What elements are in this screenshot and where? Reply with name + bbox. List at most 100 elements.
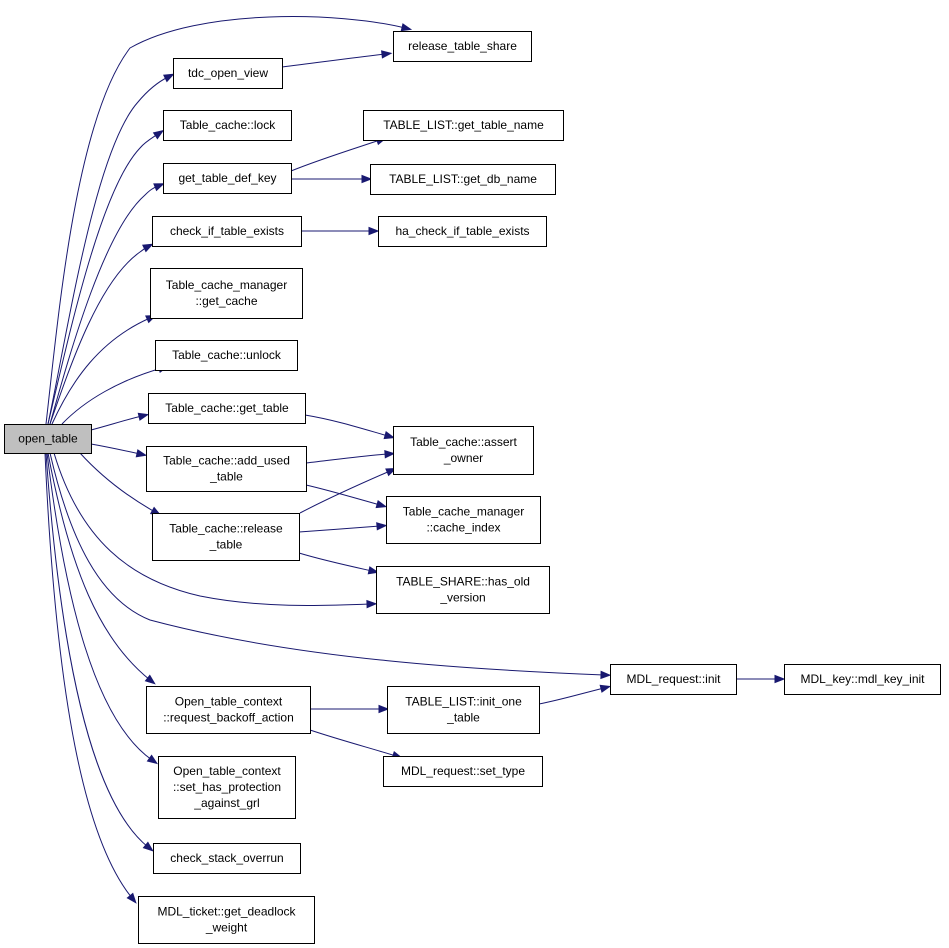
edge-line — [61, 367, 163, 425]
edge-release_table-to-cache_index — [298, 522, 388, 533]
node-box — [163, 110, 292, 141]
node-label: Table_cache_manager — [403, 505, 524, 519]
node-box — [150, 268, 303, 319]
node-box — [378, 216, 547, 247]
edge-line — [49, 452, 605, 676]
arrowhead-icon — [378, 704, 390, 714]
arrowhead-icon — [137, 412, 150, 421]
edge-line — [298, 552, 373, 572]
node-label: Table_cache_manager — [166, 278, 287, 292]
node-label: TABLE_LIST::get_db_name — [389, 172, 537, 186]
edge-line — [281, 53, 386, 68]
edge-add_used_table-to-cache_index — [305, 484, 388, 509]
node-cache-index[interactable]: Table_cache_manager::cache_index — [386, 496, 541, 544]
node-assert-owner[interactable]: Table_cache::assert_owner — [393, 426, 534, 475]
node-set-has-protection[interactable]: Open_table_context::set_has_protection_a… — [158, 756, 296, 819]
edge-line — [298, 525, 381, 533]
node-get-deadlock-weight[interactable]: MDL_ticket::get_deadlock_weight — [138, 896, 315, 944]
node-label: ::cache_index — [426, 521, 500, 535]
arrowhead-icon — [142, 243, 154, 253]
edge-open_table-to-add_used_table — [90, 443, 148, 458]
node-get-db-name[interactable]: TABLE_LIST::get_db_name — [370, 164, 556, 195]
edge-check_if_table_exists-to-ha_check_if_table_exists — [301, 226, 380, 236]
edge-open_table-to-mdl_request_init — [49, 452, 612, 680]
edge-line — [305, 484, 381, 506]
edge-open_table-to-get_table_def_key — [49, 183, 165, 425]
edge-open_table-to-release_table_share — [45, 16, 413, 425]
edge-add_used_table-to-assert_owner — [305, 450, 396, 464]
arrowhead-icon — [599, 684, 612, 693]
edge-open_table-to-get_table — [90, 412, 150, 431]
node-label: check_stack_overrun — [170, 851, 283, 865]
node-get-cache[interactable]: Table_cache_manager::get_cache — [150, 268, 303, 319]
edge-line — [79, 452, 156, 513]
node-box — [158, 756, 296, 819]
arrowhead-icon — [774, 674, 786, 684]
node-check-if-table-exists[interactable]: check_if_table_exists — [152, 216, 302, 247]
node-mdl-request-init[interactable]: MDL_request::init — [610, 664, 737, 695]
node-add-used-table[interactable]: Table_cache::add_used_table — [146, 446, 307, 492]
node-has-old-version[interactable]: TABLE_SHARE::has_old_version — [376, 566, 550, 614]
node-get-table-def-key[interactable]: get_table_def_key — [163, 163, 292, 194]
node-box — [138, 896, 315, 944]
edge-line — [90, 415, 143, 431]
edges-layer — [44, 16, 786, 904]
node-release-table-share[interactable]: release_table_share — [393, 31, 532, 62]
edge-open_table-to-tdc_open_view — [47, 73, 175, 425]
edge-open_table-to-table_cache_lock — [47, 129, 165, 425]
arrowhead-icon — [384, 450, 396, 459]
edge-open_table-to-has_old_version — [53, 452, 378, 609]
node-open-table[interactable]: open_table — [4, 424, 92, 454]
edge-open_table-to-check_stack_overrun — [45, 452, 154, 852]
node-get-table[interactable]: Table_cache::get_table — [148, 393, 306, 424]
edge-line — [538, 687, 605, 705]
node-request-backoff-action[interactable]: Open_table_context::request_backoff_acti… — [146, 686, 311, 734]
node-label: Table_cache::unlock — [172, 348, 282, 362]
arrowhead-icon — [368, 226, 380, 236]
node-table-cache-unlock[interactable]: Table_cache::unlock — [155, 340, 298, 371]
node-label: MDL_key::mdl_key_init — [800, 672, 925, 686]
node-label: ::get_cache — [195, 294, 257, 308]
edge-open_table-to-set_has_protection — [46, 452, 159, 765]
node-label: TABLE_LIST::get_table_name — [383, 118, 544, 132]
arrowhead-icon — [375, 499, 388, 509]
node-box — [146, 446, 307, 492]
node-box — [784, 664, 941, 695]
node-release-table[interactable]: Table_cache::release_table — [152, 513, 300, 561]
edge-init_one_table-to-mdl_request_init — [538, 684, 612, 705]
node-label: MDL_ticket::get_deadlock — [157, 905, 296, 919]
node-label: MDL_request::init — [626, 672, 721, 686]
node-mdl-key-init[interactable]: MDL_key::mdl_key_init — [784, 664, 941, 695]
node-label: check_if_table_exists — [170, 224, 284, 238]
edge-line — [44, 452, 133, 899]
edge-line — [53, 452, 371, 607]
node-init-one-table[interactable]: TABLE_LIST::init_one_table — [387, 686, 540, 734]
edge-open_table-to-check_if_table_exists — [49, 243, 154, 425]
node-label: release_table_share — [408, 39, 517, 53]
edge-get_table_def_key-to-get_db_name — [291, 174, 373, 184]
edge-line — [90, 443, 141, 455]
edge-line — [46, 452, 153, 761]
arrowhead-icon — [146, 754, 159, 765]
edge-request_backoff_action-to-set_type — [309, 729, 404, 760]
node-label: Table_cache::release — [169, 522, 283, 536]
edge-line — [45, 452, 149, 848]
node-label: Table_cache::lock — [180, 118, 276, 132]
edge-tdc_open_view-to-release_table_share — [281, 50, 393, 68]
arrowhead-icon — [383, 430, 396, 440]
node-label: get_table_def_key — [178, 171, 276, 185]
node-box — [370, 164, 556, 195]
arrowhead-icon — [381, 50, 393, 59]
node-ha-check-if-table-exists[interactable]: ha_check_if_table_exists — [378, 216, 547, 247]
node-get-table-name[interactable]: TABLE_LIST::get_table_name — [363, 110, 564, 141]
node-check-stack-overrun[interactable]: check_stack_overrun — [153, 843, 301, 874]
node-set-type[interactable]: MDL_request::set_type — [383, 756, 543, 787]
edge-line — [49, 185, 159, 425]
edge-line — [305, 453, 389, 464]
node-box — [383, 756, 543, 787]
edge-line — [299, 470, 391, 514]
node-table-cache-lock[interactable]: Table_cache::lock — [163, 110, 292, 141]
node-label: Table_cache::assert — [410, 435, 517, 449]
node-tdc-open-view[interactable]: tdc_open_view — [173, 58, 283, 89]
